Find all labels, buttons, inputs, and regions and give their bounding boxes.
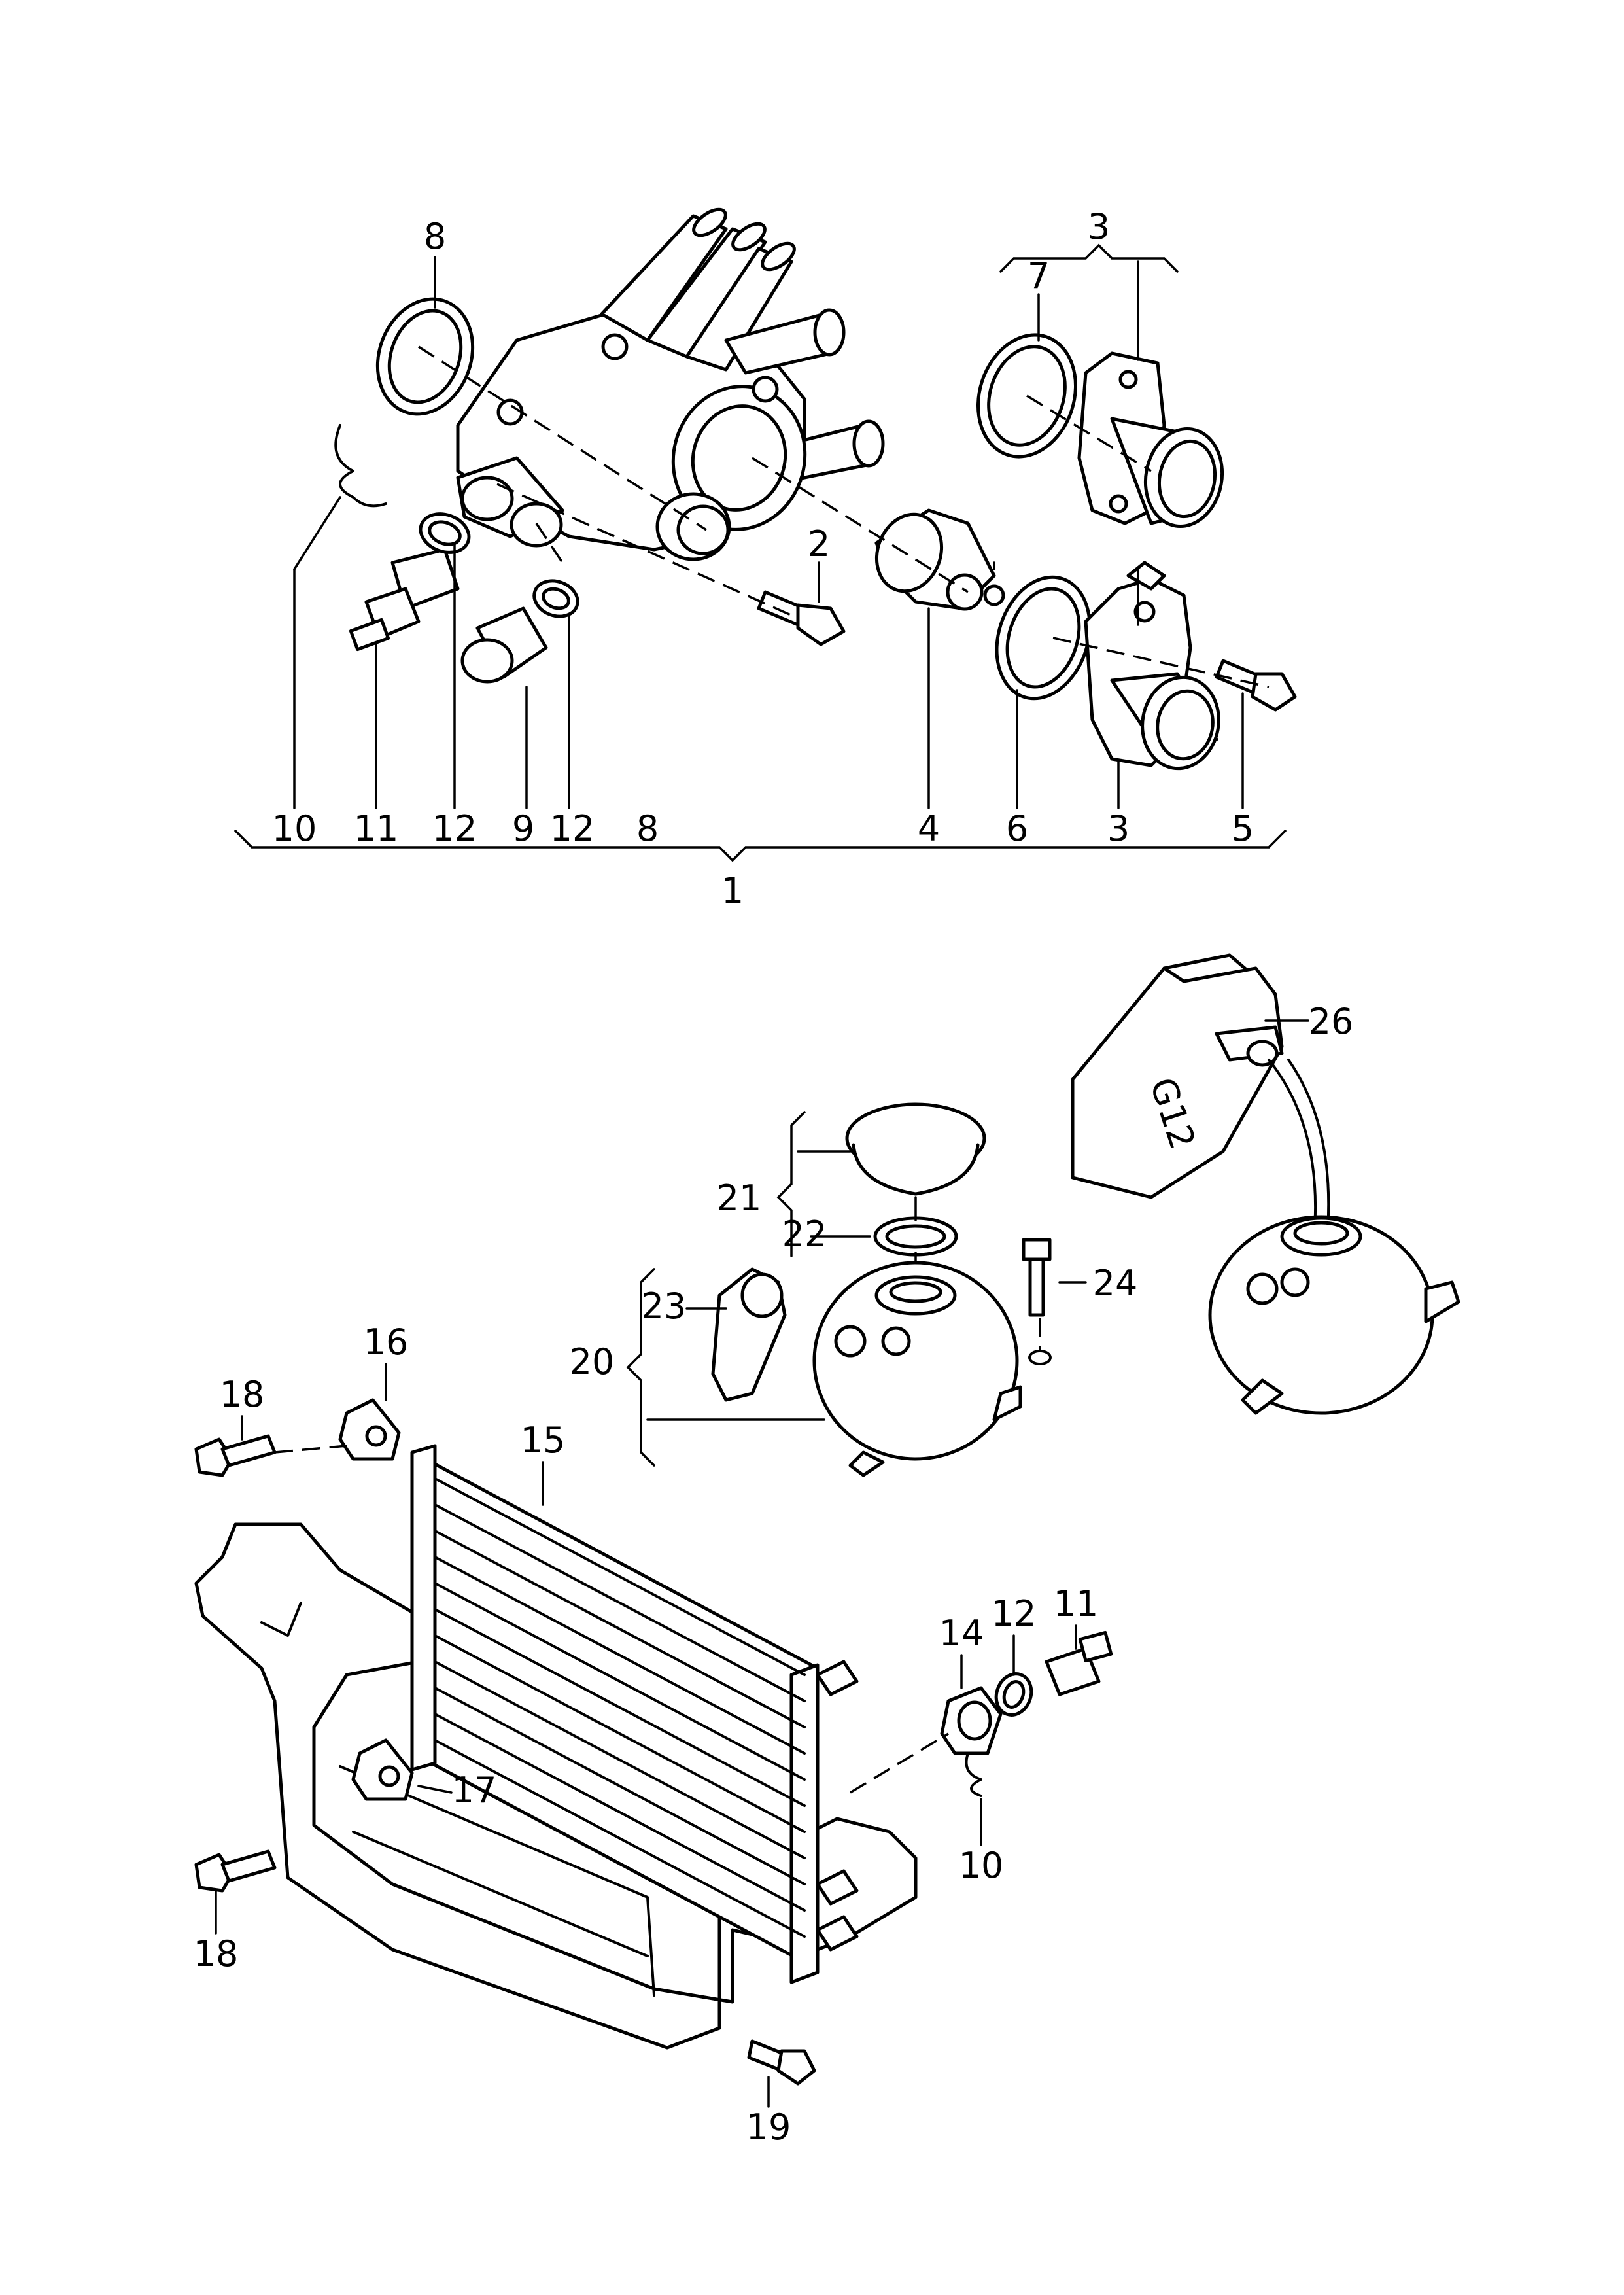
callout-23: 23 (642, 1286, 687, 1327)
callout-14: 14 (939, 1613, 984, 1654)
callout-10-a: 10 (272, 808, 317, 849)
callout-10-b: 10 (959, 1845, 1004, 1886)
coolant-flange-3-bottom (1084, 561, 1220, 771)
o-ring-8 (375, 297, 475, 416)
callout-11-a: 11 (354, 808, 399, 849)
callout-20: 20 (570, 1341, 615, 1382)
plug-9 (460, 606, 548, 684)
callout-18-a: 18 (220, 1374, 265, 1415)
bolt-18-bottom (194, 1849, 277, 1893)
o-ring-6 (995, 575, 1092, 701)
tank-cap (845, 1102, 986, 1196)
callout-12-b: 12 (550, 808, 595, 849)
temperature-sender-11 (349, 548, 460, 652)
seal-ring-12-b (532, 579, 579, 618)
callout-16: 16 (364, 1322, 409, 1363)
radiator (410, 1444, 859, 1984)
coolant-flange-assembly (234, 207, 1297, 862)
callout-26: 26 (1309, 1001, 1354, 1042)
radiator-assembly (194, 1363, 1113, 2108)
coolant-flange-housing (456, 207, 885, 561)
bolt-18-top (194, 1434, 277, 1477)
callout-labels: 8 3 7 2 10 11 12 9 12 8 4 6 3 5 1 26 21 … (194, 206, 1354, 2148)
tank-hose-part-23 (711, 1267, 787, 1402)
callout-3-top: 3 (1088, 206, 1110, 247)
bolt-2 (757, 590, 846, 646)
callout-12-c: 12 (992, 1593, 1037, 1634)
seal-ring-12-lower (994, 1672, 1033, 1717)
callout-22: 22 (782, 1214, 827, 1255)
callout-6: 6 (1006, 808, 1028, 849)
sender-housing-14 (940, 1686, 1003, 1755)
thermostat-4 (874, 508, 1005, 611)
temperature-sender-11-lower (1045, 1630, 1113, 1696)
callout-17: 17 (452, 1770, 497, 1811)
radiator-bracket-17 (351, 1738, 414, 1801)
expansion-tank-filling (1208, 1215, 1460, 1415)
retaining-clip-10-lower (965, 1752, 982, 1797)
coolant-flange-3-top (1077, 351, 1224, 529)
callout-15: 15 (521, 1420, 566, 1461)
callout-8-bottom: 8 (636, 808, 659, 849)
callout-24: 24 (1093, 1263, 1138, 1304)
callout-5: 5 (1232, 808, 1254, 849)
callout-1: 1 (721, 870, 744, 911)
radiator-bracket-16 (338, 1398, 401, 1461)
callout-12-a: 12 (432, 808, 477, 849)
bolt-5 (1215, 659, 1297, 712)
callout-2: 2 (808, 523, 830, 565)
expansion-tank (812, 1261, 1022, 1477)
callout-18-b: 18 (194, 1933, 239, 1974)
callout-19: 19 (746, 2107, 791, 2148)
bolt-19 (747, 2039, 816, 2086)
callout-9: 9 (512, 808, 534, 849)
callout-11-b: 11 (1054, 1583, 1099, 1624)
callout-4: 4 (918, 808, 940, 849)
callout-7: 7 (1028, 255, 1050, 296)
bolt-24 (1022, 1238, 1052, 1365)
retaining-clip-10 (334, 424, 387, 508)
cap-seal (873, 1216, 958, 1257)
seal-ring-12-a (419, 512, 471, 554)
callout-8-top: 8 (424, 216, 446, 257)
expansion-tank-assembly (626, 1019, 1309, 1477)
callout-3-bottom: 3 (1107, 808, 1130, 849)
callout-21: 21 (717, 1178, 762, 1219)
coolant-canister-g12: G12 (1071, 953, 1330, 1231)
